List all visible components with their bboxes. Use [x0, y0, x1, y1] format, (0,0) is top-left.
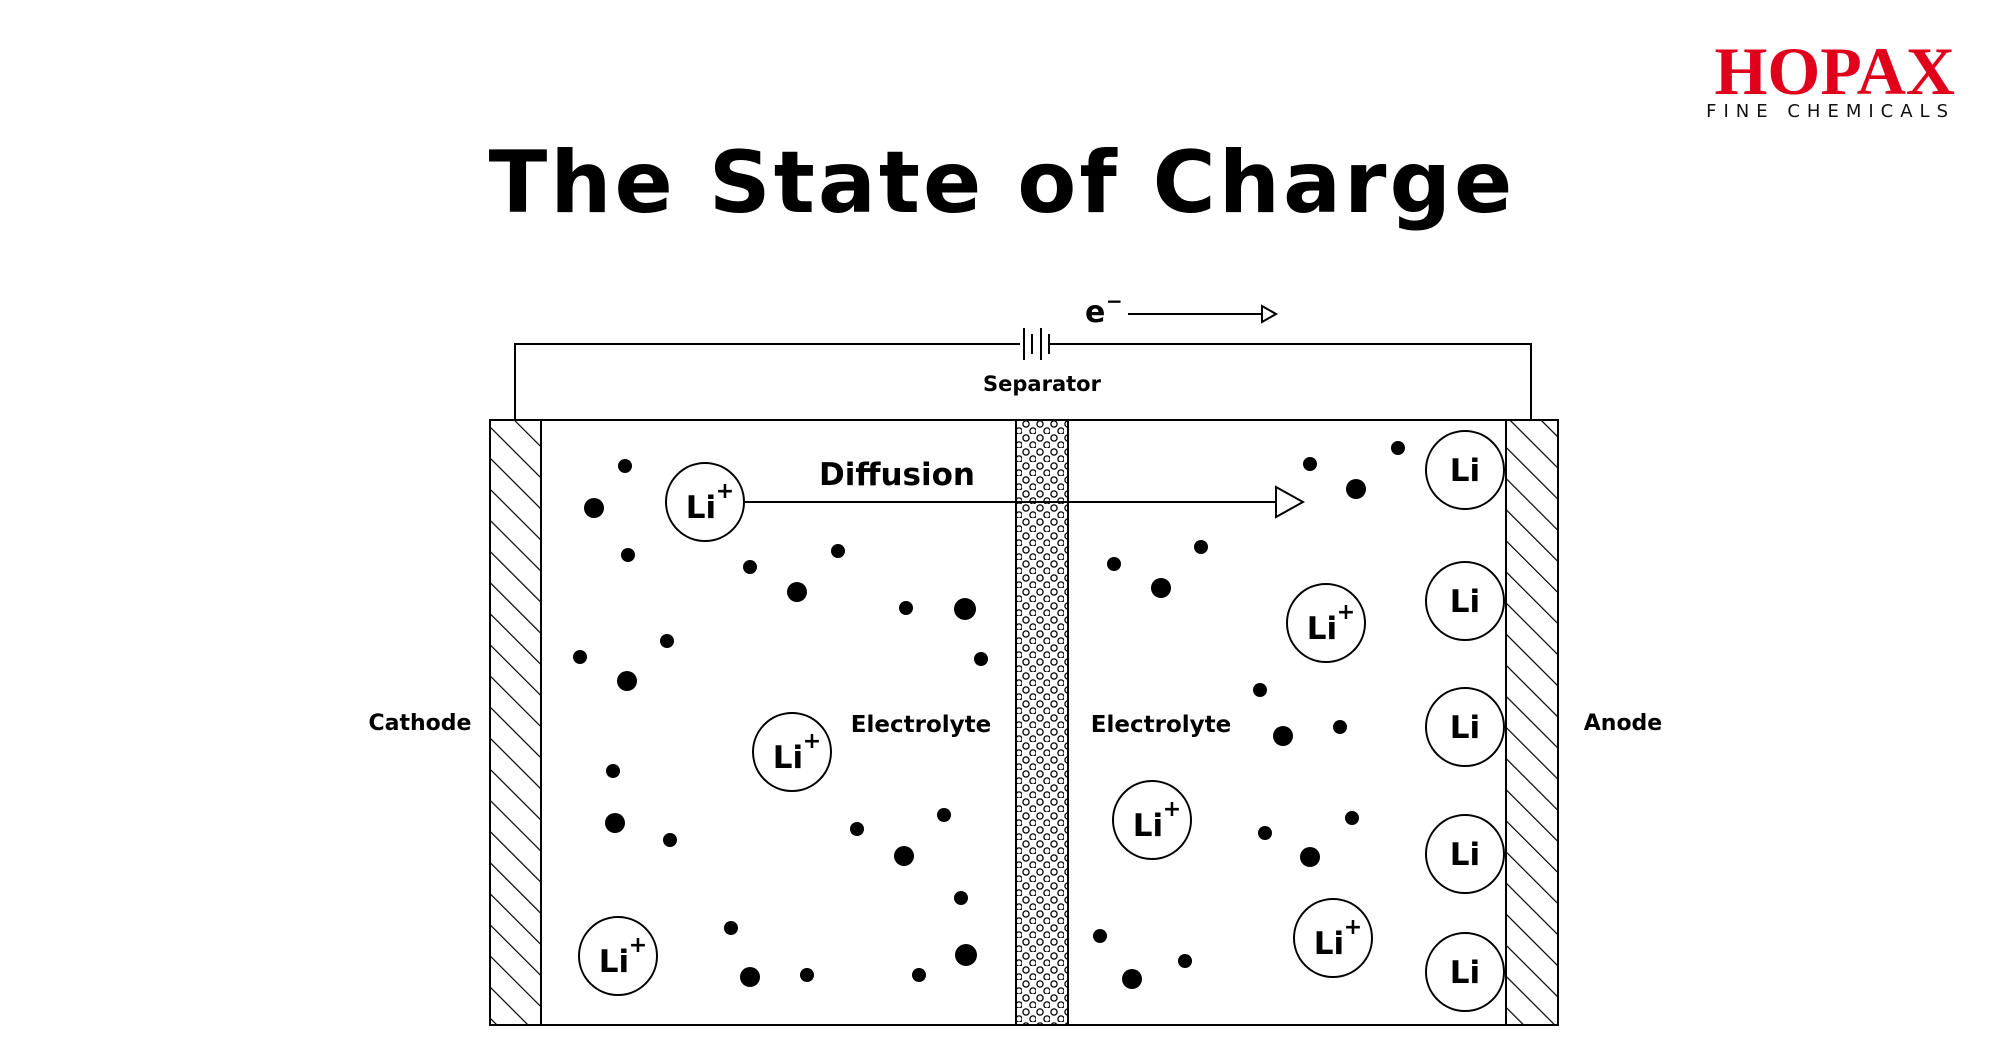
electrolyte-particle [621, 548, 635, 562]
lithium-ion: Li+ [1293, 898, 1373, 978]
anode-lithium-atom: Li [1425, 561, 1505, 641]
ion-charge: + [1337, 600, 1355, 625]
cathode-current-collector [489, 419, 542, 1026]
lithium-ions: Li+Li+Li+Li+Li+Li+ [578, 462, 1373, 996]
ion-symbol: Li [773, 740, 803, 776]
electrolyte-particle [1346, 479, 1366, 499]
electrolyte-particle [955, 944, 977, 966]
electrolyte-particle [1178, 954, 1192, 968]
electrolyte-particle [1151, 578, 1171, 598]
electrolyte-particle [954, 891, 968, 905]
electrolyte-particle [606, 764, 620, 778]
hopax-logo: HOPAX FINE CHEMICALS [1706, 33, 1955, 122]
anode-lithium-atom: Li [1425, 814, 1505, 894]
electrolyte-particle [974, 652, 988, 666]
ion-symbol: Li [599, 944, 629, 980]
electrolyte-particle [831, 544, 845, 558]
electrolyte-right-label: Electrolyte [1091, 712, 1231, 738]
electrolyte-particle [1273, 726, 1293, 746]
ion-symbol: Li [1133, 808, 1163, 844]
atom-symbol: Li [1450, 584, 1480, 620]
electrolyte-particle [740, 967, 760, 987]
electrolyte-particle [584, 498, 604, 518]
page-title: The State of Charge [489, 133, 1516, 233]
electrolyte-particle [605, 813, 625, 833]
diffusion-label: Diffusion [819, 457, 975, 493]
electrolyte-left-label: Electrolyte [851, 712, 991, 738]
electrolyte-particle [937, 808, 951, 822]
electron-arrow-icon [1261, 304, 1279, 324]
electrolyte-particle [743, 560, 757, 574]
electrolyte-particle [1345, 811, 1359, 825]
lithium-ion: Li+ [1286, 583, 1366, 663]
ion-charge: + [1163, 797, 1181, 822]
ion-charge: + [803, 729, 821, 754]
electrolyte-particle [1122, 969, 1142, 989]
electrolyte-particle [618, 459, 632, 473]
lithium-ion: Li+ [752, 712, 832, 792]
electron-charge: − [1106, 289, 1123, 313]
electron-flow: e − [1085, 289, 1279, 330]
electrolyte-particle [1194, 540, 1208, 554]
ion-charge: + [629, 933, 647, 958]
electrolyte-particle [660, 634, 674, 648]
lithium-ion: Li+ [665, 462, 745, 542]
anode-lithium-atom: Li [1425, 687, 1505, 767]
electrolyte-particle [1107, 557, 1121, 571]
electrolyte-particle [894, 846, 914, 866]
electrolyte-particles [573, 441, 1405, 989]
electrolyte-particle [800, 968, 814, 982]
lithium-ion: Li+ [578, 916, 658, 996]
electrolyte-particle [787, 582, 807, 602]
external-circuit [514, 343, 1532, 420]
ion-charge: + [1344, 915, 1362, 940]
electrolyte-particle [1333, 720, 1347, 734]
electrolyte-particle [1391, 441, 1405, 455]
anode-lithium-atom: Li [1425, 430, 1505, 510]
electrolyte-particle [1300, 847, 1320, 867]
electron-label: e [1085, 295, 1105, 330]
electrolyte-particle [663, 833, 677, 847]
separator [1015, 419, 1069, 1026]
lithium-ion: Li+ [1112, 780, 1192, 860]
anode-lithium-atom: Li [1425, 932, 1505, 1012]
electrolyte-particle [617, 671, 637, 691]
logo-tagline: FINE CHEMICALS [1706, 101, 1955, 122]
atom-symbol: Li [1450, 837, 1480, 873]
atom-symbol: Li [1450, 955, 1480, 991]
diffusion-arrow: Diffusion [745, 457, 1306, 519]
cathode-label: Cathode [369, 711, 472, 736]
ion-symbol: Li [1314, 926, 1344, 962]
electrolyte-particle [1253, 683, 1267, 697]
separator-label: Separator [983, 372, 1102, 396]
electrolyte-particle [573, 650, 587, 664]
electrolyte-particle [899, 601, 913, 615]
electrolyte-particle [954, 598, 976, 620]
anode-current-collector [1505, 419, 1559, 1026]
electrolyte-particle [1093, 929, 1107, 943]
battery-icon [1023, 328, 1050, 360]
anode-label: Anode [1584, 711, 1662, 736]
electrolyte-particle [1258, 826, 1272, 840]
diffusion-arrow-icon [1275, 485, 1306, 519]
electrolyte-particle [850, 822, 864, 836]
ion-symbol: Li [686, 490, 716, 526]
electrolyte-particle [1303, 457, 1317, 471]
ion-symbol: Li [1307, 611, 1337, 647]
logo-brand: HOPAX [1715, 33, 1956, 109]
atom-symbol: Li [1450, 710, 1480, 746]
ion-charge: + [716, 479, 734, 504]
electrolyte-particle [912, 968, 926, 982]
electrolyte-particle [724, 921, 738, 935]
atom-symbol: Li [1450, 453, 1480, 489]
